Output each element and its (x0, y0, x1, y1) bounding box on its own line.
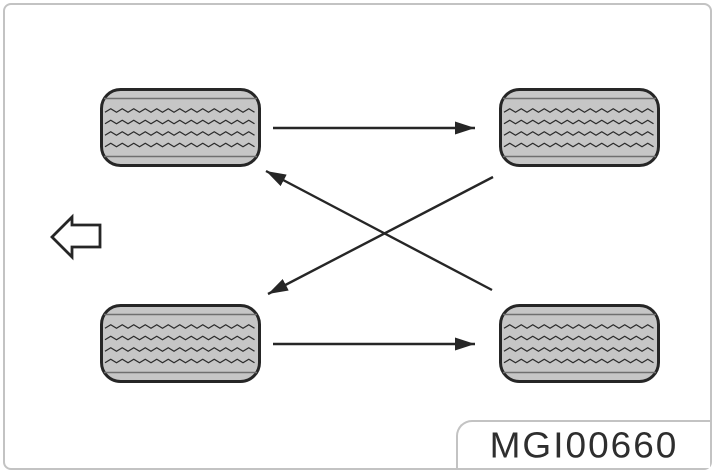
figure-label: MGI00660 (489, 424, 679, 466)
tire-bottom-right (501, 306, 659, 382)
tire-top-right (501, 90, 659, 166)
tire-top-left (102, 90, 260, 166)
vehicle-front-arrow-icon (50, 213, 102, 261)
rotation-arrow-cross-up (265, 169, 493, 292)
tire-bottom-left (102, 306, 260, 382)
figure-label-panel: MGI00660 (456, 420, 710, 468)
rotation-arrow-cross-down (267, 175, 494, 296)
